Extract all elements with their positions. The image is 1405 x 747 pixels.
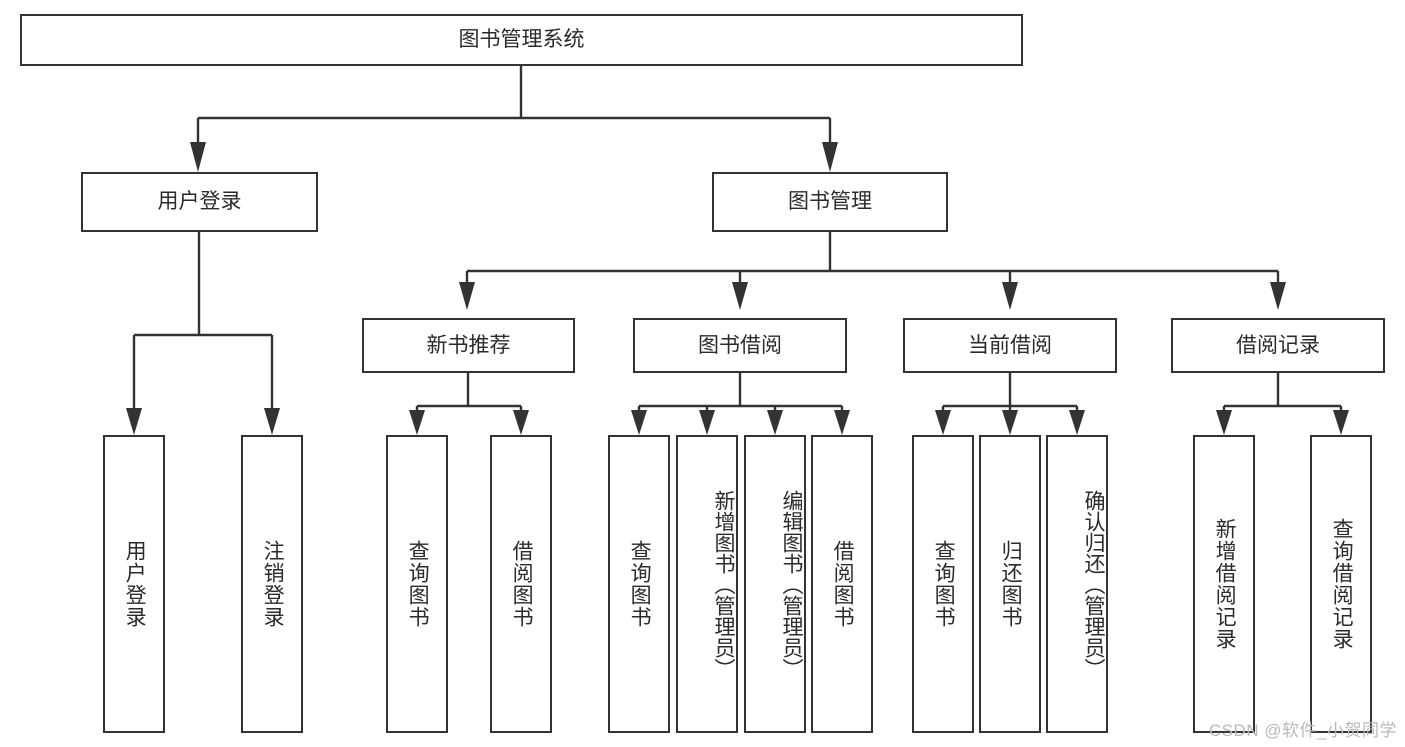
node-label: 图书借阅 [698, 333, 782, 357]
node-label: 用户登录 [157, 190, 242, 214]
csdn-watermark: CSDN @软件_小贺同学 [1208, 721, 1397, 740]
leaf-logout-login[interactable]: 注销登录 [241, 435, 303, 733]
node-new-book-recommend[interactable]: 新书推荐 [362, 318, 575, 373]
node-current-borrow[interactable]: 当前借阅 [903, 318, 1117, 373]
leaf-user-login[interactable]: 用户登录 [103, 435, 165, 733]
node-book-management[interactable]: 图书管理 [712, 172, 948, 232]
node-label: 当前借阅 [968, 333, 1052, 357]
leaf-return-book[interactable]: 归还图书 [979, 435, 1041, 733]
leaf-edit-book-admin[interactable]: 编辑图书（管理员） [744, 435, 806, 733]
node-label: 新增图书（管理员） [712, 489, 735, 679]
leaf-query-book-recommend[interactable]: 查询图书 [386, 435, 448, 733]
node-label: 查询借阅记录 [1330, 518, 1354, 650]
node-label: 新增借阅记录 [1213, 518, 1237, 650]
leaf-borrow-book[interactable]: 借阅图书 [811, 435, 873, 733]
node-book-borrow[interactable]: 图书借阅 [633, 318, 847, 373]
node-label: 查询图书 [628, 540, 652, 628]
node-borrow-record[interactable]: 借阅记录 [1171, 318, 1385, 373]
node-label: 借阅图书 [510, 540, 534, 628]
node-label: 确认归还（管理员） [1082, 489, 1105, 679]
leaf-query-book-borrow[interactable]: 查询图书 [608, 435, 670, 733]
node-label: 查询图书 [406, 540, 430, 628]
leaf-add-book-admin[interactable]: 新增图书（管理员） [676, 435, 738, 733]
node-label: 图书管理 [788, 190, 872, 214]
node-label: 注销登录 [261, 540, 285, 628]
node-label: 编辑图书（管理员） [780, 489, 803, 679]
node-label: 用户登录 [123, 540, 147, 628]
node-label: 归还图书 [999, 540, 1023, 628]
leaf-query-borrow-record[interactable]: 查询借阅记录 [1310, 435, 1372, 733]
leaf-add-borrow-record[interactable]: 新增借阅记录 [1193, 435, 1255, 733]
node-label: 图书管理系统 [458, 28, 585, 52]
leaf-borrow-book-recommend[interactable]: 借阅图书 [490, 435, 552, 733]
node-root-library-management-system[interactable]: 图书管理系统 [20, 14, 1023, 66]
node-label: 新书推荐 [426, 333, 511, 357]
node-user-login[interactable]: 用户登录 [81, 172, 318, 232]
leaf-confirm-return-admin[interactable]: 确认归还（管理员） [1046, 435, 1108, 733]
node-label: 借阅记录 [1236, 333, 1320, 357]
leaf-query-book-current[interactable]: 查询图书 [912, 435, 974, 733]
node-label: 查询图书 [932, 540, 956, 628]
node-label: 借阅图书 [831, 540, 855, 628]
